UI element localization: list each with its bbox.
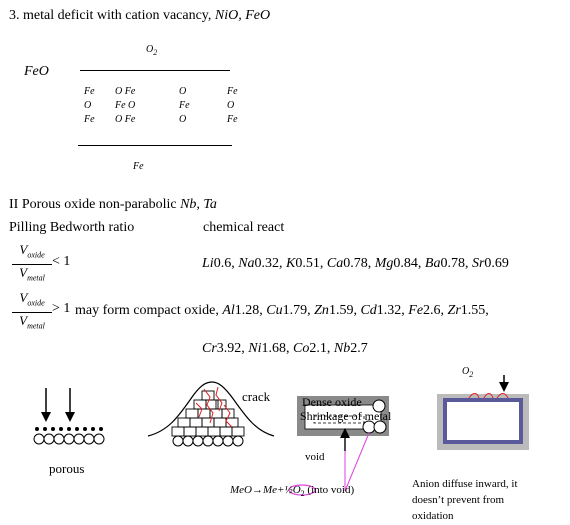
ratio-value: K0.51 — [286, 256, 320, 271]
less-than-one: < 1 — [52, 254, 71, 269]
chemical-react-label: chemical react — [203, 220, 285, 235]
ratio-value: Zn1.59 — [314, 303, 354, 318]
ratio-value: Ba0.78 — [424, 256, 465, 271]
ratio-value: Nb2.7 — [333, 341, 368, 356]
lattice-top-label: O2 — [146, 44, 158, 57]
ratio-value: Li0.6 — [202, 256, 232, 271]
lattice-bottom-label: Fe — [133, 161, 144, 172]
dense-oxide-figure — [288, 396, 389, 496]
ratio-value: Cu1.79 — [266, 303, 308, 318]
void-label: void — [305, 451, 325, 463]
pilling-bedworth-label: Pilling Bedworth ratio — [9, 220, 135, 235]
crack-figure — [147, 381, 275, 447]
heading-text: 3. metal deficit with cation vacancy, — [9, 8, 215, 23]
ratio-value: Fe2.6 — [408, 303, 441, 318]
volume-ratio-fraction: Voxide Vmetal — [12, 243, 52, 285]
o2-label: O2 — [462, 366, 474, 379]
anion-diffuse-caption: Anion diffuse inward, it doesn’t prevent… — [412, 478, 518, 522]
heading-species: NiO, FeO — [214, 8, 271, 23]
ratio-value: Cr3.92 — [202, 341, 242, 356]
shrinkage-label: Shrinkage of metal — [300, 409, 392, 423]
greater-than-values-line2: Cr3.92, Ni1.68, Co2.1, Nb2.7 — [202, 341, 368, 356]
section2-title: II Porous oxide non-parabolic Nb, Ta — [9, 197, 217, 212]
section-heading: 3. metal deficit with cation vacancy, Ni… — [9, 8, 270, 24]
volume-ratio-fraction: Voxide Vmetal — [12, 291, 52, 333]
ratio-value: Cd1.32 — [360, 303, 402, 318]
lattice-bottom-line — [78, 145, 232, 146]
ratio-value: Sr0.69 — [471, 256, 509, 271]
less-than-values: Li0.6, Na0.32, K0.51, Ca0.78, Mg0.84, Ba… — [202, 256, 509, 271]
reaction-label: MeO→Me+½O2 (into void) — [230, 484, 355, 499]
ratio-value: Ca0.78 — [326, 256, 368, 271]
lattice-top-line — [80, 70, 230, 71]
ratio-value: Zr1.55 — [447, 303, 486, 318]
ratio-value: Na0.32 — [238, 256, 280, 271]
crack-label: crack — [242, 389, 271, 404]
oxide-figures — [33, 375, 529, 496]
ratio-value: Co2.1 — [293, 341, 327, 356]
dense-oxide-label: Dense oxide — [302, 395, 362, 409]
anion-diffuse-figure — [437, 375, 529, 450]
ratio-value: Al1.28 — [222, 303, 260, 318]
ratio-value: Ni1.68 — [248, 341, 287, 356]
porous-figure — [33, 388, 105, 445]
greater-than-values: may form compact oxide, Al1.28, Cu1.79, … — [75, 303, 489, 318]
lattice-left-label: FeO — [24, 64, 49, 79]
porous-label: porous — [49, 461, 85, 476]
ratio-value: Mg0.84 — [374, 256, 418, 271]
greater-than-one: > 1 — [52, 301, 71, 316]
